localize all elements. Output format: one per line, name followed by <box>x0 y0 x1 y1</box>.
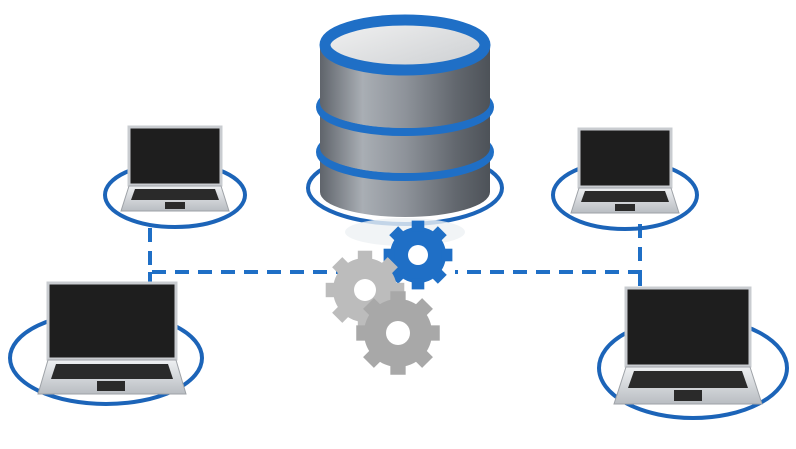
laptop-keyboard <box>628 371 748 388</box>
laptop-bottom-right <box>597 286 789 420</box>
gear-tooth <box>441 248 453 262</box>
connection-line-right <box>455 224 642 274</box>
gear-tooth <box>411 278 425 290</box>
gear-tooth <box>363 298 384 319</box>
gear-tooth <box>389 226 406 243</box>
database-server <box>306 14 504 246</box>
gear-tooth <box>411 220 425 232</box>
gear-tooth <box>379 257 398 276</box>
laptop-screen <box>127 125 223 187</box>
laptop-bottom-left <box>8 281 204 406</box>
gear-tooth <box>363 347 384 368</box>
gear-blue-icon <box>383 220 453 290</box>
laptop-keyboard <box>581 191 669 202</box>
gear-tooth <box>426 325 440 341</box>
laptop-trackpad <box>615 204 635 211</box>
gear-tooth <box>383 248 395 262</box>
gear-tooth <box>390 361 406 375</box>
gear-tooth <box>356 325 370 341</box>
gear-tooth <box>357 250 373 263</box>
laptop-top-right <box>551 127 699 231</box>
gear-tooth <box>430 226 447 243</box>
laptop-screen <box>577 127 673 189</box>
database-top-ring <box>319 14 491 76</box>
connection-lines <box>148 224 642 286</box>
laptop-screen <box>624 286 752 368</box>
gear-tooth <box>390 291 406 305</box>
laptop-trackpad <box>165 202 185 209</box>
laptop-screen <box>46 281 178 361</box>
gear-tooth <box>332 304 351 323</box>
gear-tooth <box>332 257 351 276</box>
laptop-keyboard <box>51 364 173 379</box>
gear-tooth <box>430 267 447 284</box>
laptop-keyboard <box>131 189 219 200</box>
connection-line-left <box>148 228 395 274</box>
gear-tooth <box>412 347 433 368</box>
laptop-trackpad <box>674 390 702 401</box>
gear-gray-right-icon <box>356 291 440 375</box>
laptop-trackpad <box>97 381 125 391</box>
laptop-top-left <box>103 125 247 229</box>
gear-tooth <box>325 282 338 298</box>
gear-tooth <box>412 298 433 319</box>
database-top-cap <box>320 17 490 73</box>
